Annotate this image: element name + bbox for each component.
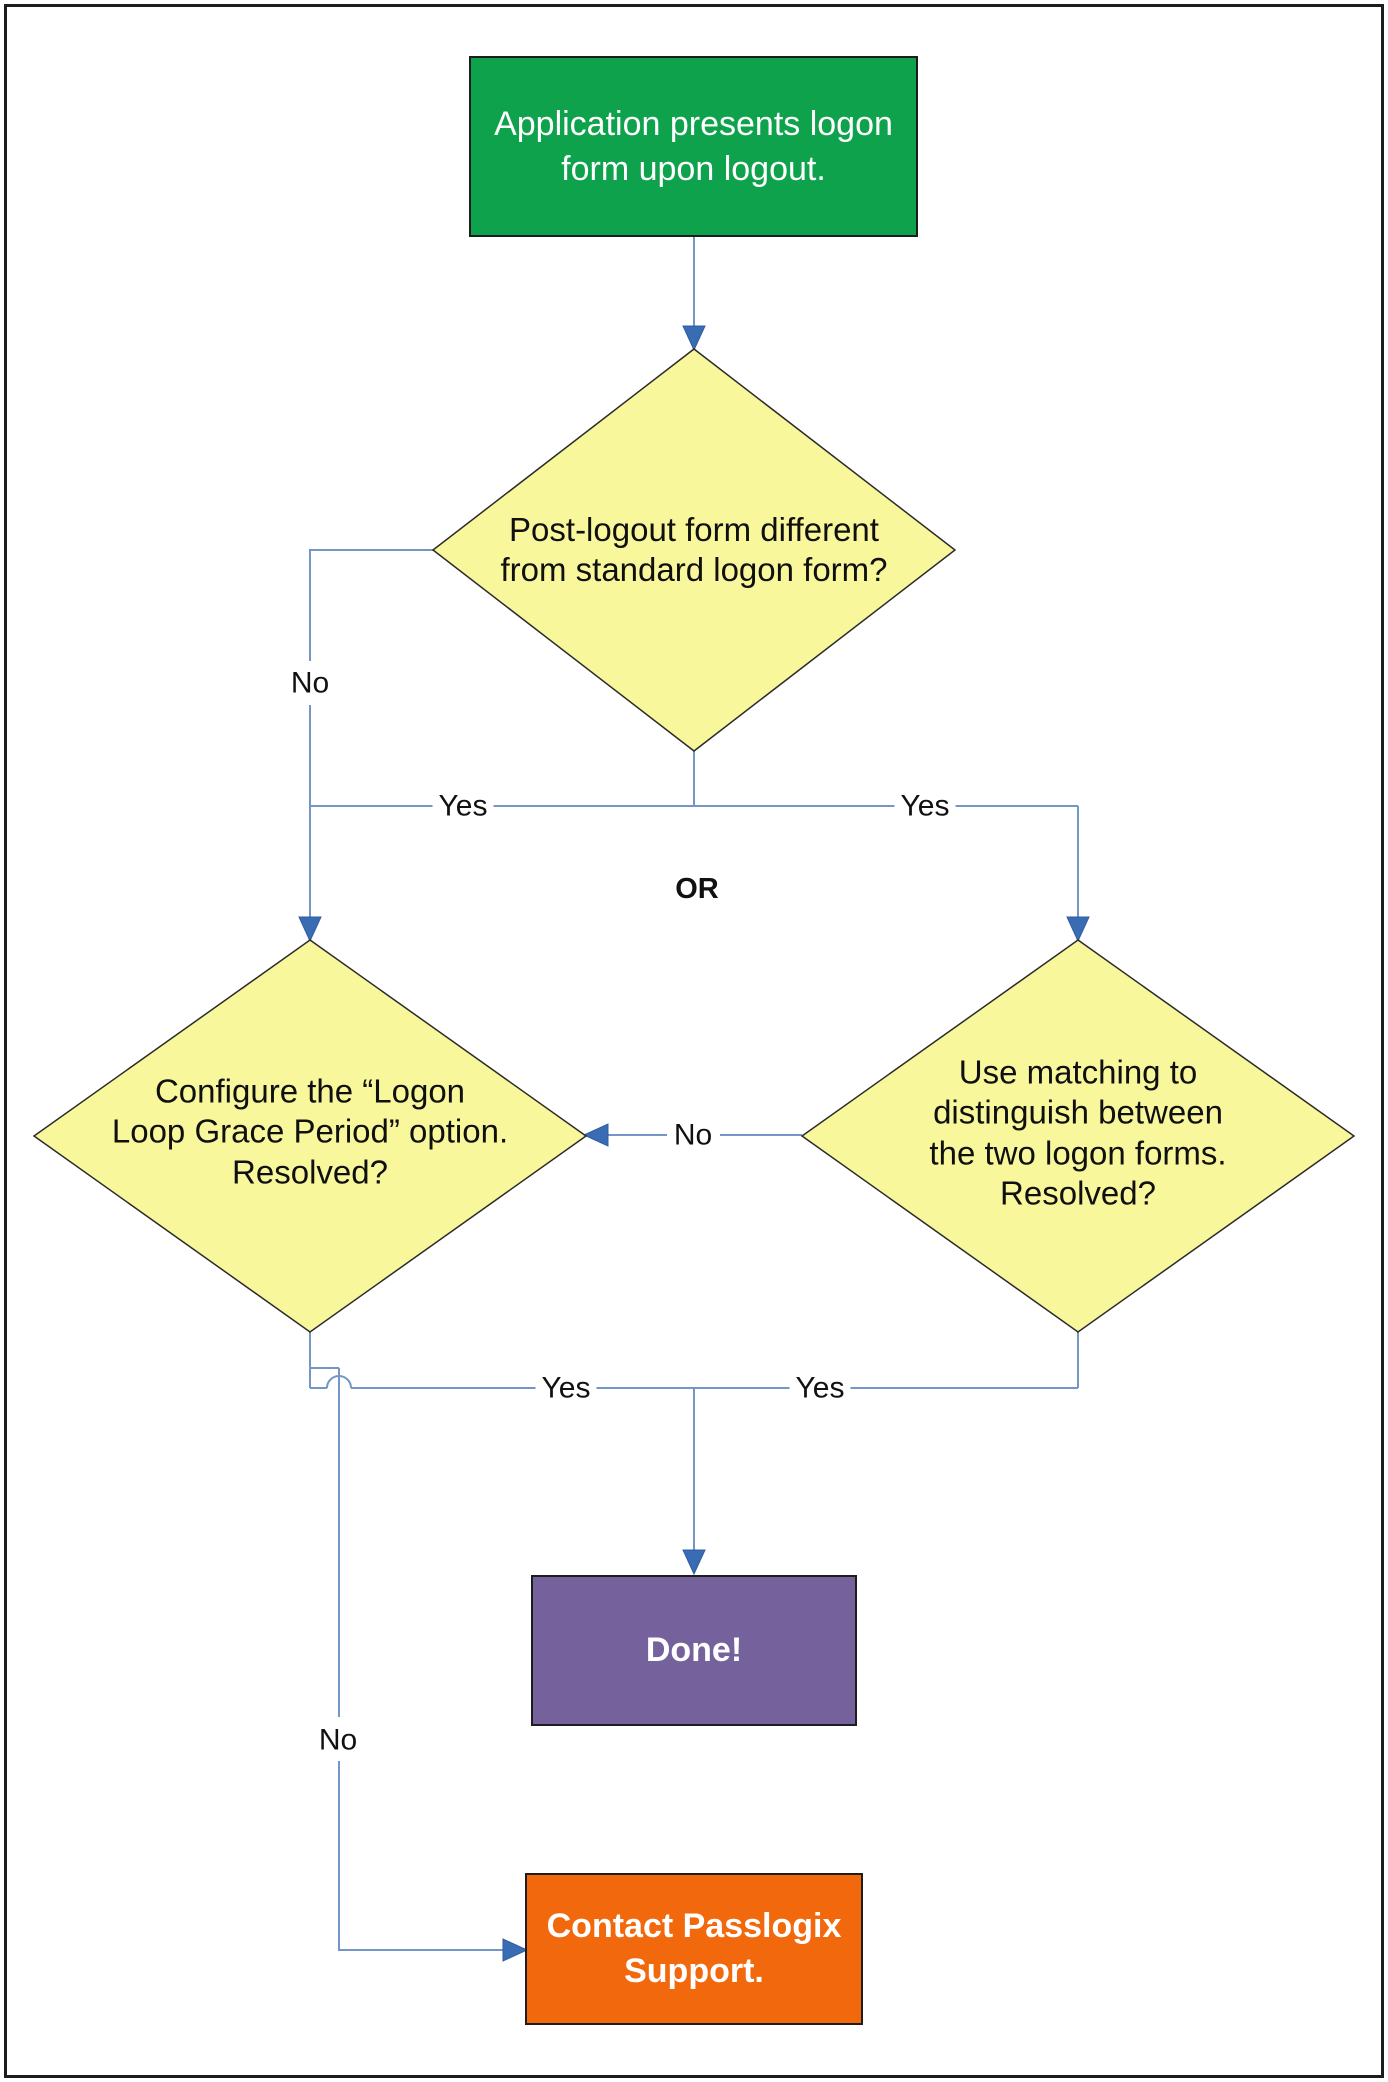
decision-label-grace-period: Configure the “Logon Loop Grace Period” … bbox=[111, 1072, 509, 1191]
decision-label-matching: Use matching to distinguish between the … bbox=[929, 1053, 1227, 1212]
decision-diamond-matching bbox=[800, 939, 1356, 1333]
arrowhead-into-decision1 bbox=[682, 325, 706, 352]
decision-diamond-grace-period bbox=[32, 939, 588, 1333]
arrowhead-into-done bbox=[682, 1549, 706, 1576]
node-done: Done! bbox=[531, 1575, 857, 1726]
edge-label-yes-lower-right: Yes bbox=[789, 1370, 851, 1406]
connector-yes-horizontal-lower bbox=[310, 1375, 1078, 1389]
edge-label-yes-upper-left: Yes bbox=[432, 788, 494, 824]
edge-label-yes-lower-left: Yes bbox=[535, 1370, 597, 1406]
arrowhead-into-left-diamond bbox=[298, 916, 322, 943]
node-contact-support: Contact Passlogix Support. bbox=[525, 1873, 863, 2025]
connector-no-to-contact bbox=[338, 1368, 503, 1951]
edge-label-no-to-contact: No bbox=[312, 1722, 364, 1758]
edge-label-no-between-diamonds: No bbox=[667, 1117, 719, 1153]
arrowhead-into-left-diamond-side bbox=[582, 1123, 609, 1147]
edge-label-yes-upper-right: Yes bbox=[894, 788, 956, 824]
connector-decision1-no-left bbox=[309, 549, 433, 806]
decision-label-post-logout: Post-logout form different from standard… bbox=[500, 510, 888, 588]
edge-label-or: OR bbox=[669, 873, 725, 907]
arrowhead-into-right-diamond bbox=[1066, 916, 1090, 943]
edge-label-no-first-decision: No bbox=[284, 665, 336, 701]
node-start: Application presents logon form upon log… bbox=[469, 56, 918, 237]
decision-diamond-post-logout bbox=[431, 348, 957, 752]
arrowhead-into-contact bbox=[502, 1938, 529, 1962]
